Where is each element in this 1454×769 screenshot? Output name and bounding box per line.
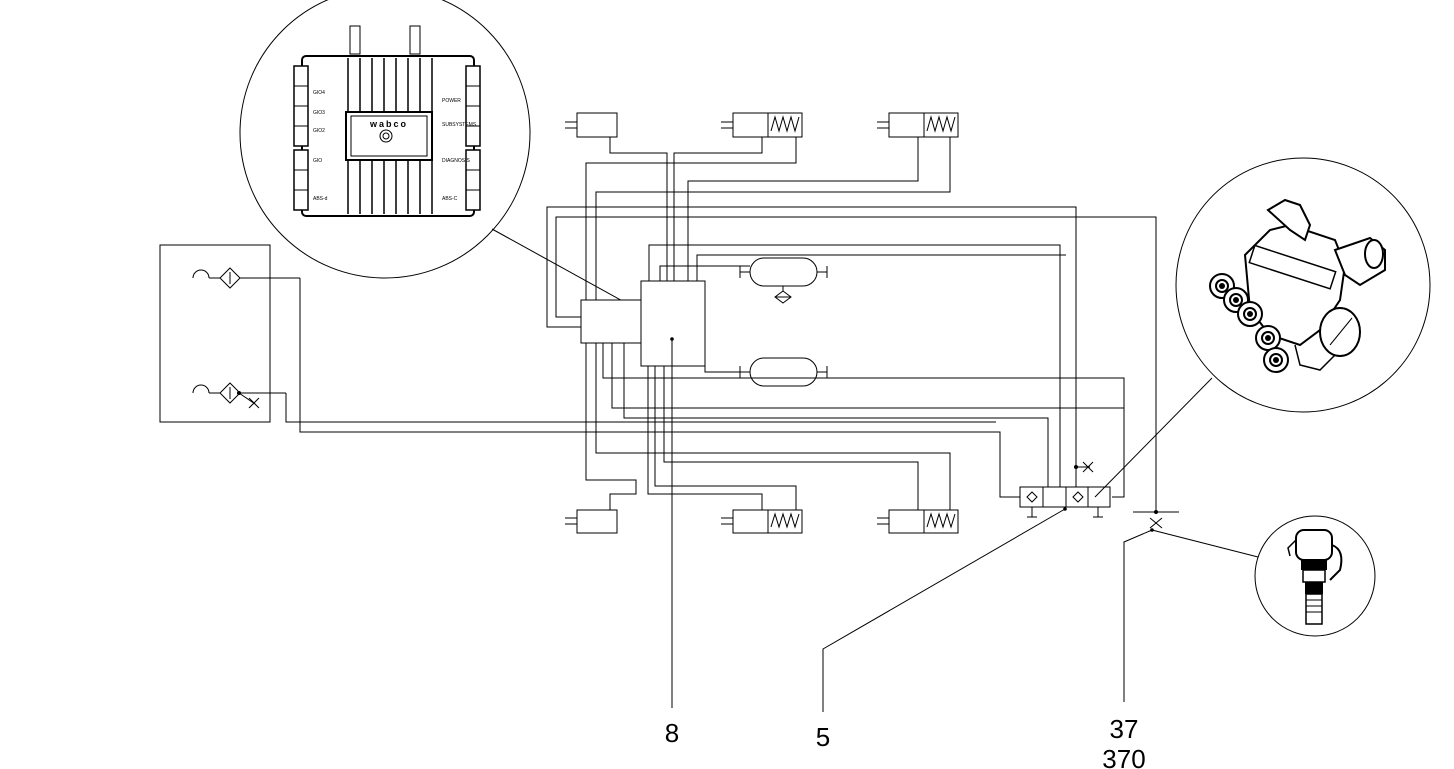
callout-valve: 5	[816, 722, 830, 752]
brand-label: wabco	[369, 119, 408, 129]
callout-ecu: 8	[665, 718, 679, 748]
brake-chamber-bottom-1	[565, 509, 618, 534]
brake-chamber-top-1	[565, 112, 618, 138]
air-tank-lower	[739, 357, 828, 387]
ecu-label-right-4: ABS-C	[442, 196, 458, 202]
test-point	[1123, 510, 1259, 702]
spring-brake-chamber-bottom-2	[721, 509, 803, 534]
air-lines	[285, 137, 1157, 708]
test-fitting-detail-view	[1254, 515, 1376, 637]
spring-brake-chamber-bottom-3	[877, 509, 959, 534]
ecu-label-left-3: GIO2	[313, 128, 325, 134]
ecu-label-left-4: GIO	[313, 158, 322, 164]
spring-brake-chamber-top-2	[721, 112, 803, 138]
ecu-detail-view: wabco GIO4 GIO3 GIO2 GIO ABS-d POWER SUB…	[239, 0, 658, 321]
spring-brake-chamber-top-3	[877, 112, 959, 138]
ecu-label-left-1: GIO4	[313, 90, 325, 96]
ecu-label-right-1: POWER	[442, 98, 461, 104]
ecu-label-left-5: ABS-d	[313, 196, 328, 202]
callout-test-point-b: 370	[1102, 744, 1145, 769]
ecu-label-right-3: DIAGNOSIS	[442, 158, 470, 164]
relay-valve-block	[580, 299, 642, 344]
coupling-box	[159, 244, 300, 423]
callout-test-point-a: 37	[1110, 714, 1139, 744]
ecu-label-left-2: GIO3	[313, 110, 325, 116]
air-tank-upper	[739, 257, 828, 304]
ecu-label-right-2: SUBSYSTEMS	[442, 122, 477, 128]
valve-assembly-detail-view	[1175, 157, 1431, 413]
control-valve	[822, 377, 1213, 712]
ecu-block	[640, 280, 706, 367]
